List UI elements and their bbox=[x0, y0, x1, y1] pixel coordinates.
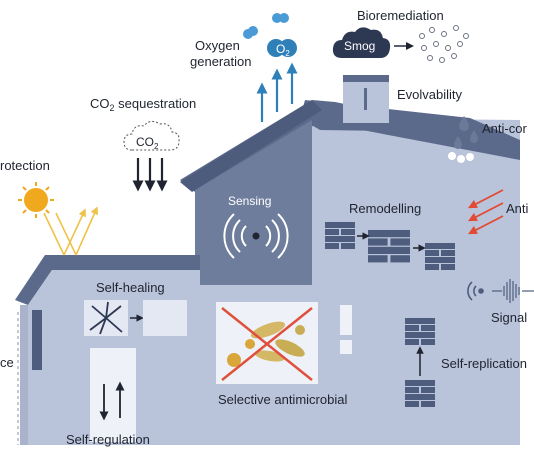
svg-text:Smog: Smog bbox=[344, 39, 375, 53]
sun-icon bbox=[18, 182, 54, 218]
healed-panel bbox=[143, 300, 187, 336]
tower-roof-edge bbox=[180, 100, 322, 192]
water-drop-icon bbox=[454, 116, 478, 149]
remodelling-arrows bbox=[357, 232, 426, 252]
evolvability-label: Evolvability bbox=[397, 87, 463, 102]
oxygen-bubble-icon: O2 bbox=[243, 13, 297, 58]
main-roof bbox=[180, 100, 520, 192]
svg-text:CO2: CO2 bbox=[136, 135, 159, 151]
signal-waves-icon bbox=[467, 281, 484, 301]
sensing-label: Sensing bbox=[228, 194, 271, 208]
white-slot-bottom bbox=[340, 340, 352, 354]
white-slot-top bbox=[340, 305, 352, 335]
prohibition-cross bbox=[221, 307, 313, 381]
corrosion-bumps bbox=[448, 152, 474, 163]
bacteria-icon bbox=[227, 321, 305, 367]
selective-antimicrobial-label: Selective antimicrobial bbox=[218, 392, 347, 407]
side-window bbox=[32, 310, 42, 370]
waveform-icon bbox=[492, 279, 534, 303]
remodelling-label: Remodelling bbox=[349, 201, 421, 216]
self-healing-label: Self-healing bbox=[96, 280, 165, 295]
left-edge-label: ce bbox=[0, 355, 14, 370]
bioremediation-label: Bioremediation bbox=[357, 8, 444, 23]
tower-wall bbox=[195, 120, 312, 285]
protection-label: rotection bbox=[0, 158, 50, 173]
door-panel bbox=[90, 348, 136, 442]
left-side-strip bbox=[20, 305, 28, 445]
oxygen-label-line2: generation bbox=[190, 54, 251, 69]
crack-icon bbox=[84, 300, 128, 336]
purified-particles bbox=[419, 25, 469, 63]
svg-text:O2: O2 bbox=[276, 42, 290, 58]
left-roof bbox=[15, 255, 200, 305]
anti-corrosion-label: Anti-cor bbox=[482, 121, 527, 136]
co2-cloud-icon: CO2 bbox=[123, 120, 180, 151]
self-regulation-arrows bbox=[99, 381, 125, 421]
right-wall bbox=[300, 118, 520, 445]
oxygen-up-arrows bbox=[256, 62, 298, 122]
signal-label: Signal bbox=[491, 310, 527, 325]
chimney-crack bbox=[364, 88, 367, 110]
self-replication-label: Self-replication bbox=[441, 356, 527, 371]
reflected-rays bbox=[43, 206, 99, 256]
co2-sequestration-label: CO2 sequestration bbox=[90, 96, 196, 113]
wifi-sensing-icon bbox=[223, 213, 289, 259]
red-incoming-arrows bbox=[468, 189, 504, 235]
co2-down-arrows bbox=[132, 158, 168, 192]
smog-cloud-icon: Smog bbox=[332, 27, 391, 58]
chimney-cap bbox=[343, 75, 389, 82]
self-regulation-label: Self-regulation bbox=[66, 432, 150, 447]
anti-right-label: Anti bbox=[506, 201, 529, 216]
oxygen-label-line1: Oxygen bbox=[195, 38, 240, 53]
